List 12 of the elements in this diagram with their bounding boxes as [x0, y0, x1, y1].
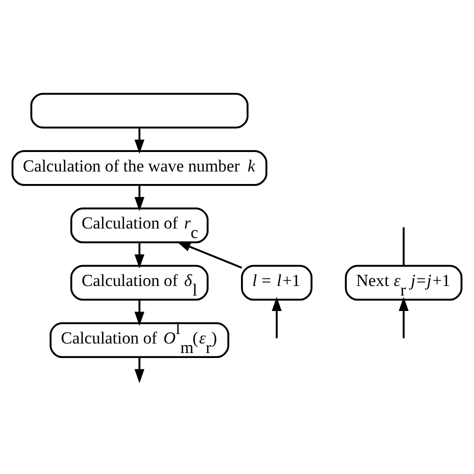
node-box: [30, 92, 249, 128]
arrow: [134, 299, 144, 326]
arrow: [134, 356, 144, 383]
arrow: [176, 240, 242, 268]
arrow: [134, 184, 144, 211]
arrow: [134, 127, 144, 154]
node-box: Calculation of the wave number k: [12, 150, 268, 186]
arrow: [398, 296, 409, 338]
connector: [402, 226, 405, 266]
arrow: [134, 242, 144, 268]
arrow: [272, 296, 282, 338]
node-box: l = l+1: [241, 264, 312, 300]
